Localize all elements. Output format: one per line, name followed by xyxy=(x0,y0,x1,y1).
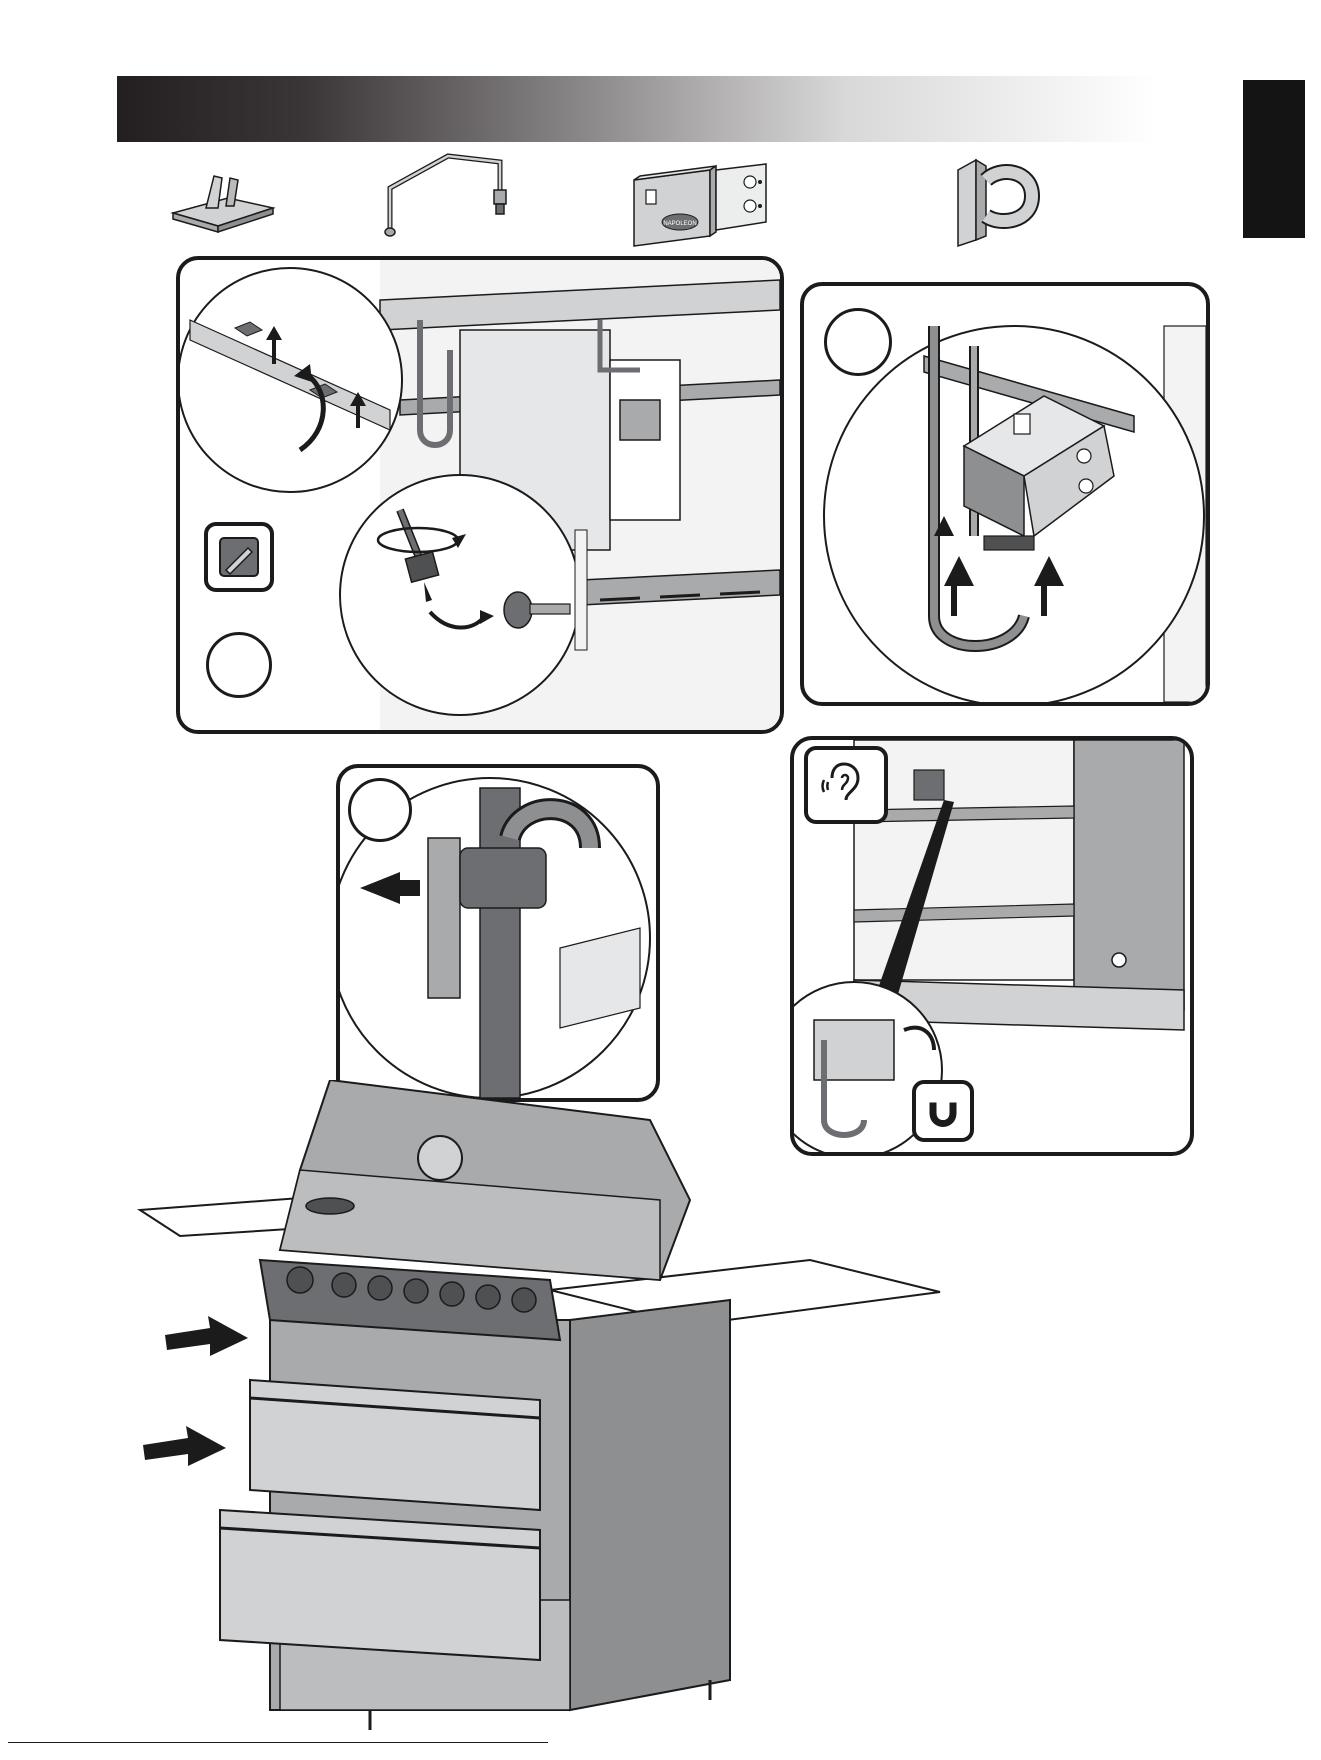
step-panel-module-connect xyxy=(800,282,1210,706)
grill-cabinet-illustration xyxy=(130,1080,950,1740)
gas-pipe-assembly-part xyxy=(380,150,520,240)
step-panel-hose-clip xyxy=(336,764,660,1102)
section-header-bar xyxy=(117,76,1157,142)
language-side-tab xyxy=(1243,80,1305,238)
step-number-circle xyxy=(824,308,892,376)
footer-rule xyxy=(8,1742,548,1743)
step-number-circle xyxy=(206,632,272,698)
wrench-tool-icon xyxy=(204,522,274,592)
ignition-module-part: NAPOLEON xyxy=(630,160,770,250)
module-brand-text: NAPOLEON xyxy=(663,221,696,227)
step-number-circle xyxy=(348,778,412,842)
clip-bracket-part xyxy=(168,168,278,238)
step-panel-pipe-connection xyxy=(176,256,784,734)
listen-click-ear-icon xyxy=(804,746,888,824)
hose-clip-part xyxy=(950,140,1040,250)
